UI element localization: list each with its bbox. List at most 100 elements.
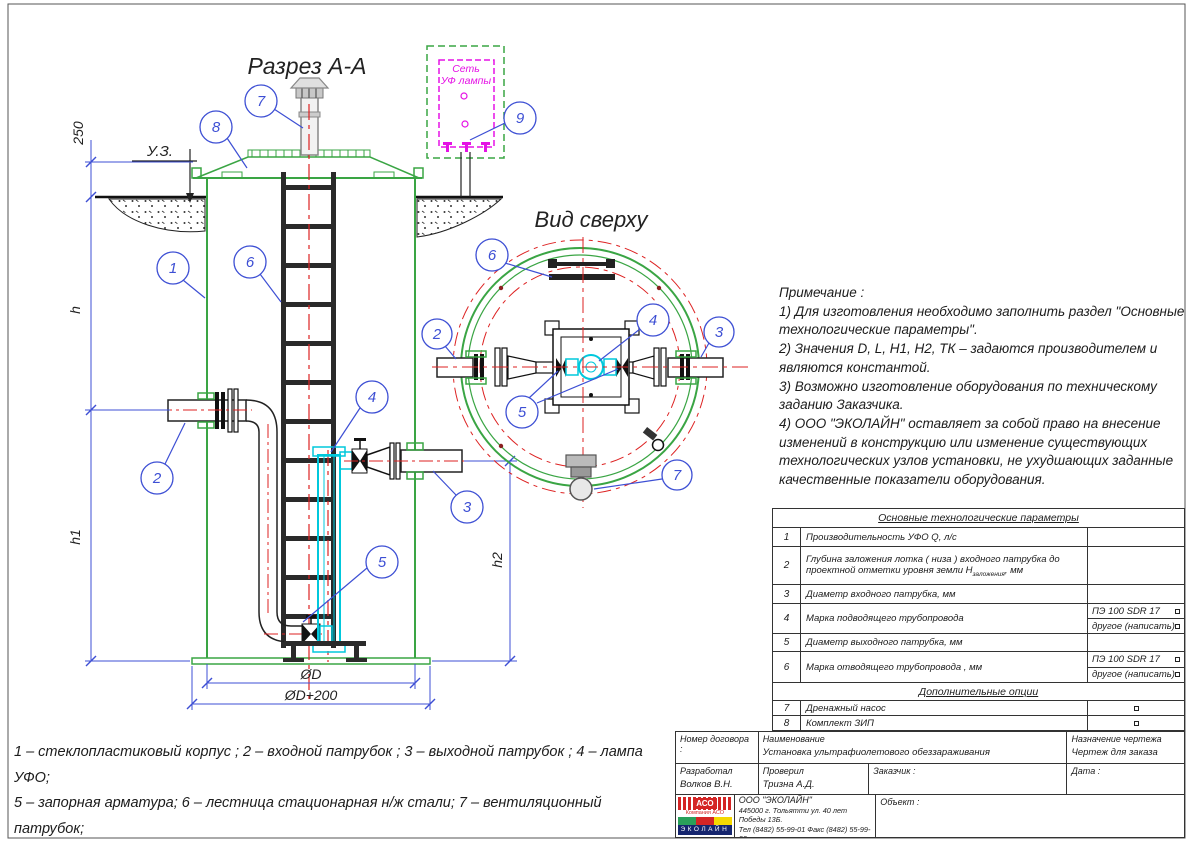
callout-2-section: 2 xyxy=(140,422,186,495)
callout-4-section: 4 xyxy=(330,380,389,453)
h2-dimension: h2 xyxy=(432,455,517,667)
row-number: 6 xyxy=(773,652,801,682)
legend-line: 5 – запорная арматура; 6 – лестница стац… xyxy=(14,795,602,837)
notes-line: 3) Возможно изготовление оборудования по… xyxy=(779,378,1157,394)
control-cabinet: Сеть УФ лампы xyxy=(426,45,505,197)
top-view-title: Вид сверху xyxy=(535,207,650,232)
ground-label-text: У.З. xyxy=(146,143,173,160)
company-info-cell: ООО "ЭКОЛАЙН" 445000 г. Тольятти ул. 40 … xyxy=(733,795,875,837)
svg-text:7: 7 xyxy=(673,467,682,484)
notes-line: качественные показатели оборудования. xyxy=(779,472,1046,488)
svg-text:9: 9 xyxy=(516,110,525,127)
svg-text:2: 2 xyxy=(152,470,162,487)
parameters-table: Основные технологические параметры 1 Про… xyxy=(772,508,1185,731)
sheet-border xyxy=(7,3,1186,839)
callout-7-top: 7 xyxy=(593,459,693,491)
ground-level xyxy=(95,195,503,238)
svg-text:8: 8 xyxy=(212,119,221,136)
row-value xyxy=(1087,585,1184,603)
row-value xyxy=(1087,547,1184,584)
notes-line: 2) Значения D, L, H1, H2, ТК – задаются … xyxy=(779,341,1158,357)
drawing-name-cell: Наименование Установка ультрафиолетового… xyxy=(757,732,1067,763)
checkbox xyxy=(1133,720,1139,726)
checkbox xyxy=(1175,608,1180,614)
top-view: Вид сверху xyxy=(421,207,752,508)
legend-block: 1 – стеклопластиковый корпус ; 2 – входн… xyxy=(14,740,664,842)
notes-line: являются константой. xyxy=(779,359,931,375)
callout-5-section: 5 xyxy=(302,545,399,623)
row-text: Диаметр выходного патрубка, мм xyxy=(806,637,963,648)
table-row: 3 Диаметр входного патрубка, мм xyxy=(773,584,1184,603)
outlet-pipe xyxy=(344,438,470,480)
notes-line: технологических узлов установки, не ухуд… xyxy=(779,453,1174,469)
dim-h1: h1 xyxy=(67,529,83,545)
svg-text:6: 6 xyxy=(246,254,255,271)
row-value: ПЭ 100 SDR 17 другое (написать) xyxy=(1087,652,1184,682)
ground-label: У.З. xyxy=(132,143,197,203)
svg-text:2: 2 xyxy=(432,326,442,343)
checkbox xyxy=(1175,623,1180,629)
developed-cell: Разработал Волков В.Н. xyxy=(680,766,733,790)
row-number: 4 xyxy=(773,604,801,633)
notes-line: изменений в конструкцию или изменение су… xyxy=(779,434,1148,450)
row-number: 1 xyxy=(773,528,801,546)
company-logo: АСО Компания АСО ЭКОЛАЙН xyxy=(676,795,734,837)
callout-6-section: 6 xyxy=(233,245,282,303)
notes-line: 4) ООО "ЭКОЛАЙН" оставляет за собой прав… xyxy=(779,415,1161,431)
table-row: 2 Глубина заложения лотка ( низа ) входн… xyxy=(773,546,1184,584)
ring-bolts xyxy=(498,285,662,449)
notes-line: технологические параметры". xyxy=(779,322,978,338)
date-cell: Дата : xyxy=(1066,764,1184,794)
callout-3-section: 3 xyxy=(432,470,484,524)
cabinet-terminals xyxy=(443,142,490,152)
callout-7: 7 xyxy=(244,84,304,129)
parameters-table-header: Основные технологические параметры xyxy=(878,512,1079,524)
row-number: 3 xyxy=(773,585,801,603)
svg-text:5: 5 xyxy=(378,554,387,571)
row-text: Диаметр входного патрубка, мм xyxy=(806,588,956,600)
row-value xyxy=(1087,716,1184,730)
svg-text:1: 1 xyxy=(169,260,177,277)
callout-3-top: 3 xyxy=(700,316,735,358)
drain-fitting xyxy=(642,426,665,452)
customer-cell: Заказчик : xyxy=(868,764,1066,794)
table-row: 6 Марка отводящего трубопровода , мм ПЭ … xyxy=(773,651,1184,682)
left-dimensions: 250 h h1 xyxy=(67,121,193,667)
callout-8: 8 xyxy=(199,110,248,169)
support-frame xyxy=(283,641,367,662)
checkbox xyxy=(1133,705,1139,711)
legend-line: 1 – стеклопластиковый корпус ; 2 – входн… xyxy=(14,744,643,786)
down-arrow-icon xyxy=(186,193,194,203)
svg-text:3: 3 xyxy=(463,499,472,516)
cabinet-label-line2: УФ лампы xyxy=(440,75,492,87)
dim-d200: ØD+200 xyxy=(284,687,338,703)
row-value xyxy=(1087,634,1184,651)
svg-text:4: 4 xyxy=(368,389,376,406)
checkbox xyxy=(1175,672,1180,678)
notes-line: заданию Заказчика. xyxy=(779,397,904,413)
section-view: Разрез А-А xyxy=(67,45,537,710)
table-row: 7 Дренажный насос xyxy=(773,700,1184,715)
dim-250: 250 xyxy=(70,121,86,146)
row-value xyxy=(1087,528,1184,546)
callout-1: 1 xyxy=(156,251,206,299)
object-cell: Объект : xyxy=(875,795,1184,837)
checkbox xyxy=(1175,656,1180,662)
callout-2-top: 2 xyxy=(421,318,457,360)
dim-d: ØD xyxy=(300,666,322,682)
row-value: ПЭ 100 SDR 17 другое (написать) xyxy=(1087,604,1184,633)
logo-aco-text: АСО xyxy=(693,798,717,809)
row-value xyxy=(1087,701,1184,715)
row-text: Марка подводящего трубопровода xyxy=(806,613,964,624)
dim-h2: h2 xyxy=(489,552,505,568)
section-callouts: 7 8 9 1 6 xyxy=(140,84,537,623)
table-row: 4 Марка подводящего трубопровода ПЭ 100 … xyxy=(773,603,1184,633)
drawing-purpose-cell: Назначение чертежа Чертеж для заказа xyxy=(1066,732,1184,763)
logo-color-band xyxy=(678,817,732,825)
svg-text:3: 3 xyxy=(715,324,724,341)
svg-text:4: 4 xyxy=(649,312,657,329)
row-text: Производительность УФО Q, л/с xyxy=(806,531,957,543)
logo-ecoline-text: ЭКОЛАЙН xyxy=(678,825,732,835)
row-number: 2 xyxy=(773,547,801,584)
row-text: Дренажный насос xyxy=(806,702,886,714)
